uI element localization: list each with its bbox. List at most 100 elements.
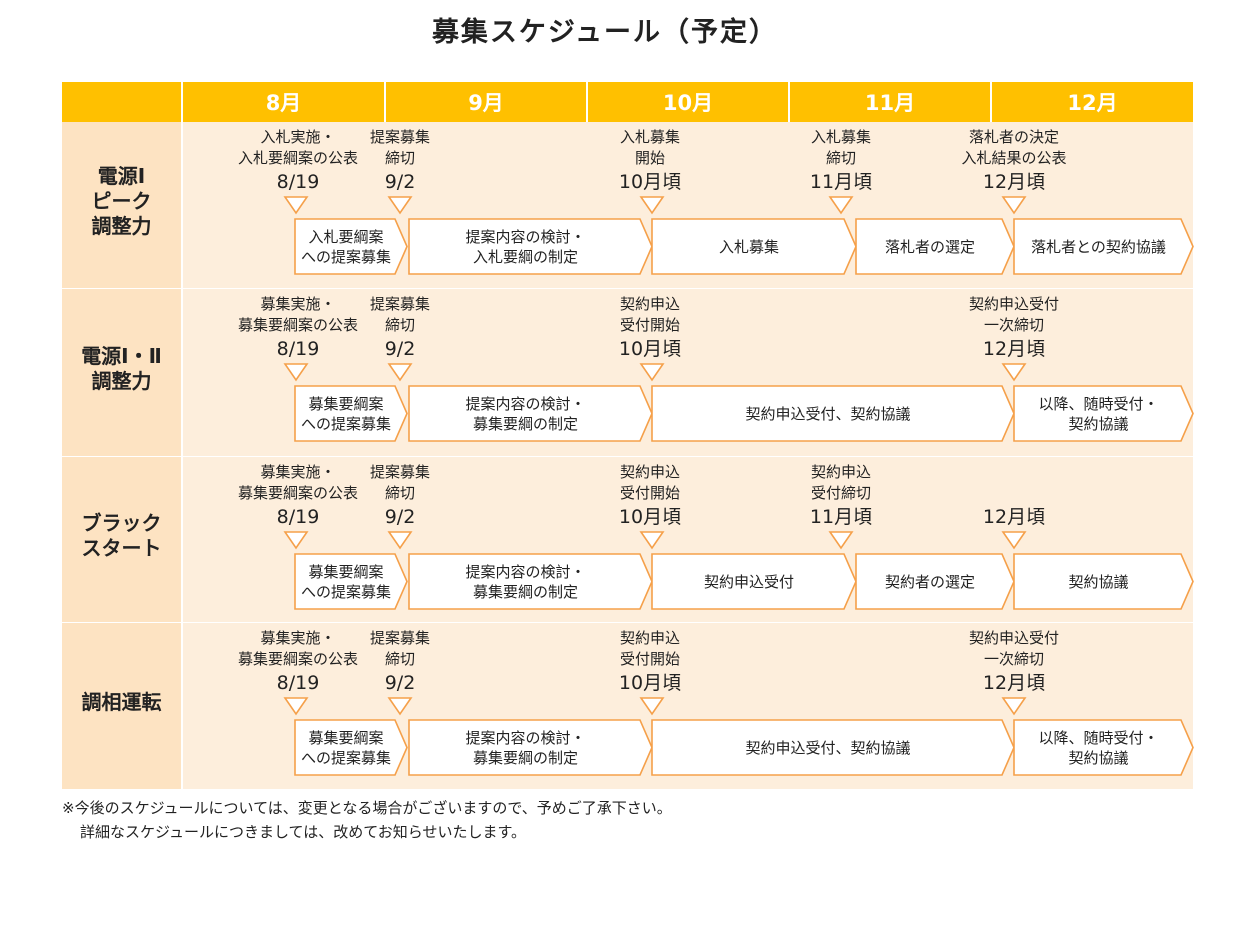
- phase-chevron: [651, 553, 857, 610]
- milestone-date: 8/19: [276, 338, 320, 360]
- header-separator: [384, 82, 386, 122]
- milestone-date: 12月頃: [982, 338, 1046, 360]
- phase-arrows: [294, 218, 1194, 275]
- milestone-caption: 契約申込: [619, 295, 680, 313]
- milestone-caption: 入札要綱案の公表: [237, 149, 358, 167]
- phase-label: 募集要綱案への提案募集: [297, 720, 395, 775]
- milestone-caption: 提案募集: [369, 463, 430, 481]
- milestone-date: 8/19: [276, 171, 320, 193]
- month-header-9: 9月: [386, 82, 586, 122]
- phase-label-line: への提案募集: [300, 582, 391, 601]
- milestone-marker-icon: [1001, 531, 1027, 550]
- milestone-marker-icon: [828, 196, 854, 215]
- phase-label-line: 契約申込受付: [703, 572, 794, 591]
- row-label: 調相運転: [62, 690, 181, 715]
- milestone-date: 11月頃: [809, 506, 873, 528]
- milestone-caption: 提案募集: [369, 629, 430, 647]
- milestone-caption: 募集実施・: [260, 295, 336, 313]
- milestone-caption: 募集実施・: [260, 463, 336, 481]
- row-label-line: 調相運転: [81, 690, 162, 714]
- phase-label-line: への提案募集: [300, 414, 391, 433]
- milestone-caption: 締切: [384, 316, 415, 334]
- row-label-cell: [62, 289, 181, 457]
- milestone-date: 8/19: [276, 672, 320, 694]
- phase-label: 落札者との契約協議: [1016, 219, 1181, 274]
- milestone-marker-icon: [1001, 196, 1027, 215]
- page-title: 募集スケジュール（予定）: [431, 17, 779, 48]
- phase-label: 募集要綱案への提案募集: [297, 554, 395, 609]
- phase-label-line: 提案内容の検討・: [465, 728, 586, 747]
- phase-label-line: 入札募集: [718, 237, 779, 256]
- milestone-date: 12月頃: [982, 672, 1046, 694]
- milestone-marker-icon: [828, 531, 854, 550]
- milestone-caption: 募集要綱案の公表: [237, 316, 358, 334]
- phase-label-line: 入札要綱案: [308, 227, 384, 246]
- phase-label-line: 落札者の選定: [884, 237, 975, 256]
- milestone-caption: 落札者の決定: [968, 128, 1059, 146]
- phase-chevron: [408, 553, 653, 610]
- milestone-caption: 募集要綱案の公表: [237, 650, 358, 668]
- milestone-marker-icon: [283, 697, 309, 716]
- milestone-caption: 締切: [384, 149, 415, 167]
- phase-label-line: 提案内容の検討・: [465, 227, 586, 246]
- milestone-caption: 入札募集: [810, 128, 871, 146]
- phase-chevron: [651, 385, 1015, 442]
- phase-label: 入札募集: [654, 219, 844, 274]
- note-line-2: 詳細なスケジュールにつきましては、改めてお知らせいたします。: [80, 823, 526, 841]
- row-separator: [62, 789, 1193, 791]
- phase-label-line: 募集要綱の制定: [472, 748, 578, 767]
- milestone-caption: 受付締切: [810, 484, 871, 502]
- milestone-marker-icon: [283, 196, 309, 215]
- month-header-12: 12月: [992, 82, 1193, 122]
- milestone-date: 12月頃: [982, 171, 1046, 193]
- phase-chevron: [1013, 218, 1194, 275]
- phase-label-line: 提案内容の検討・: [465, 394, 586, 413]
- phase-chevron: [1013, 385, 1194, 442]
- phase-chevron: [855, 218, 1015, 275]
- milestone-date: 9/2: [384, 672, 416, 694]
- header-separator: [990, 82, 992, 122]
- phase-label-line: への提案募集: [300, 247, 391, 266]
- phase-label-line: 契約協議: [1068, 414, 1129, 433]
- phase-chevron: [408, 385, 653, 442]
- milestone-marker-icon: [283, 531, 309, 550]
- milestone: 募集実施・募集要綱案の公表 8/19: [218, 628, 378, 696]
- milestone-caption: 一次締切: [983, 316, 1044, 334]
- phase-chevron: [651, 719, 1015, 776]
- row-label-line: 調整力: [91, 369, 152, 393]
- milestone-caption: 締切: [825, 149, 856, 167]
- milestone-caption: 募集実施・: [260, 629, 336, 647]
- phase-label: 提案内容の検討・募集要綱の制定: [411, 720, 640, 775]
- phase-label: 契約申込受付、契約協議: [654, 386, 1002, 441]
- milestone-caption: 受付開始: [619, 316, 680, 334]
- phase-chevron: [294, 385, 408, 442]
- phase-chevron: [1013, 553, 1194, 610]
- phase-label: 落札者の選定: [858, 219, 1002, 274]
- milestone-caption: 提案募集: [369, 128, 430, 146]
- milestone-caption: 契約申込: [619, 629, 680, 647]
- phase-label: 以降、随時受付・契約協議: [1016, 386, 1181, 441]
- phase-label-line: 募集要綱案: [308, 394, 384, 413]
- phase-label-line: 募集要綱案: [308, 728, 384, 747]
- month-header-11: 11月: [790, 82, 990, 122]
- milestone-date: 11月頃: [809, 171, 873, 193]
- phase-label-line: 契約協議: [1068, 748, 1129, 767]
- header-separator: [181, 82, 183, 122]
- milestone-date: 10月頃: [618, 672, 682, 694]
- milestone-caption: 入札実施・: [260, 128, 336, 146]
- milestone-marker-icon: [639, 196, 665, 215]
- phase-label: 契約協議: [1016, 554, 1181, 609]
- phase-arrows: [294, 385, 1194, 442]
- phase-label-line: 落札者との契約協議: [1031, 237, 1166, 256]
- header-corner: [62, 82, 181, 122]
- row-label-cell: [62, 457, 181, 623]
